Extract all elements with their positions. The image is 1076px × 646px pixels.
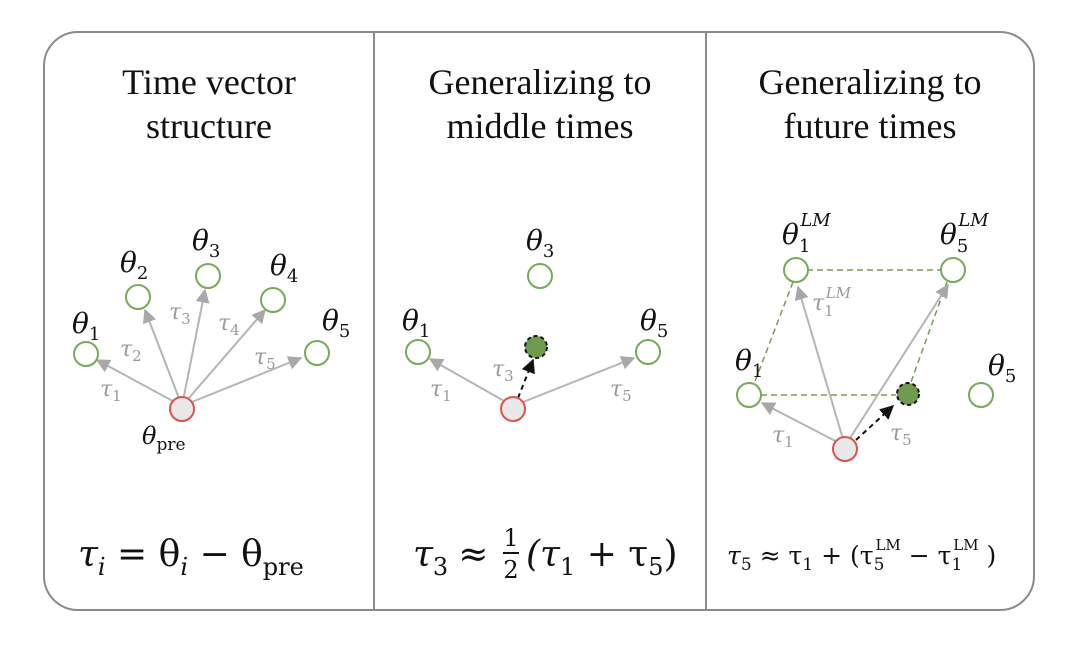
panel-future-times: Generalizing to future times θ1LM θ5LM θ… bbox=[727, 62, 1016, 575]
panel-1-title-line1: Time vector bbox=[122, 62, 296, 102]
label-theta-1: θ1 bbox=[402, 304, 430, 342]
label-theta-2: θ2 bbox=[120, 246, 148, 284]
node-theta-2 bbox=[125, 284, 151, 310]
node-theta-1 bbox=[73, 341, 99, 367]
arrow-tau-5-dashed bbox=[855, 405, 895, 441]
panel-2-formula: τ3≈ 1 2 (τ1 + τ5) bbox=[413, 524, 678, 584]
arrow-tau-1 bbox=[428, 358, 514, 407]
arrow-tau-1-lm bbox=[794, 285, 846, 447]
panel-middle-times: Generalizing to middle times θ1 θ3 θ5 τ1… bbox=[402, 62, 678, 584]
dashed-edge-right bbox=[910, 281, 948, 383]
label-tau-3: τ3 bbox=[169, 300, 191, 328]
arrow-tau-1 bbox=[760, 402, 846, 447]
arrow-tau-2 bbox=[142, 308, 183, 407]
panel-2-title-line1: Generalizing to bbox=[429, 62, 652, 102]
label-theta-5: θ5 bbox=[988, 349, 1016, 387]
arrow-tau-3-dashed bbox=[517, 358, 535, 399]
node-theta-5 bbox=[635, 339, 661, 365]
node-theta-5 bbox=[304, 340, 330, 366]
node-theta-pre bbox=[169, 396, 195, 422]
label-theta-5-lm: θ5LM bbox=[940, 210, 989, 257]
arrow-tau-4 bbox=[181, 308, 266, 407]
label-tau-4: τ4 bbox=[218, 311, 240, 339]
label-tau-5: τ5 bbox=[890, 421, 912, 449]
label-theta-3: θ3 bbox=[192, 224, 220, 262]
label-tau-1: τ1 bbox=[772, 423, 794, 451]
fraction-denominator: 2 bbox=[503, 556, 518, 584]
panel-3-title-line1: Generalizing to bbox=[759, 62, 982, 102]
svg-text:τ3≈: τ3≈ bbox=[413, 534, 488, 581]
node-theta-3 bbox=[195, 263, 221, 289]
dashed-edge-left bbox=[753, 281, 794, 385]
label-tau-5: τ5 bbox=[610, 377, 632, 405]
panel-2-title-line2: middle times bbox=[447, 106, 634, 146]
arrow-tau-1 bbox=[95, 359, 183, 407]
panel-3-title-line2: future times bbox=[784, 106, 957, 146]
node-theta-5-lm bbox=[940, 257, 966, 283]
arrow-tau-5-lm bbox=[844, 283, 949, 447]
label-theta-1: θ1 bbox=[735, 344, 763, 382]
fraction-numerator: 1 bbox=[503, 524, 518, 552]
panel-1-title-line2: structure bbox=[146, 106, 272, 146]
panel-1-formula: τi = θi − θpre bbox=[78, 534, 304, 581]
node-theta-5-estimate bbox=[896, 382, 920, 406]
label-tau-3: τ3 bbox=[492, 357, 514, 385]
label-theta-5: θ5 bbox=[322, 304, 350, 342]
arrow-tau-3 bbox=[181, 288, 210, 407]
label-tau-1: τ1 bbox=[430, 377, 452, 405]
outer-frame bbox=[43, 31, 1035, 611]
node-theta-1-lm bbox=[783, 257, 809, 283]
node-theta-3 bbox=[527, 263, 553, 289]
svg-text:(τ1 + τ5): (τ1 + τ5) bbox=[526, 534, 678, 581]
node-theta-pre bbox=[832, 436, 858, 462]
node-theta-1 bbox=[736, 382, 762, 408]
node-theta-5 bbox=[968, 382, 994, 408]
label-theta-3: θ3 bbox=[526, 224, 554, 262]
panel-3-formula: τ5 ≈ τ1 + (τ5LM − τ1LM ) bbox=[727, 536, 996, 575]
label-tau-1: τ1 bbox=[100, 377, 122, 405]
node-theta-4 bbox=[260, 287, 286, 313]
label-theta-pre: θpre bbox=[142, 422, 186, 455]
label-theta-1: θ1 bbox=[72, 307, 100, 345]
label-theta-1-lm: θ1LM bbox=[782, 210, 831, 257]
arrow-tau-5 bbox=[512, 356, 636, 407]
node-theta-3-estimate bbox=[524, 335, 548, 359]
label-theta-5: θ5 bbox=[640, 304, 668, 342]
node-theta-pre bbox=[500, 396, 526, 422]
label-tau-5: τ5 bbox=[254, 345, 276, 373]
label-theta-4: θ4 bbox=[270, 249, 298, 287]
arrow-tau-5 bbox=[181, 356, 303, 407]
panel-time-vector-structure: Time vector structure θ1 θ2 θ3 θ4 θ5 θpr… bbox=[72, 62, 350, 581]
label-tau-2: τ2 bbox=[120, 337, 142, 365]
label-tau-1-lm: τ1LM bbox=[812, 284, 852, 320]
node-theta-1 bbox=[405, 339, 431, 365]
